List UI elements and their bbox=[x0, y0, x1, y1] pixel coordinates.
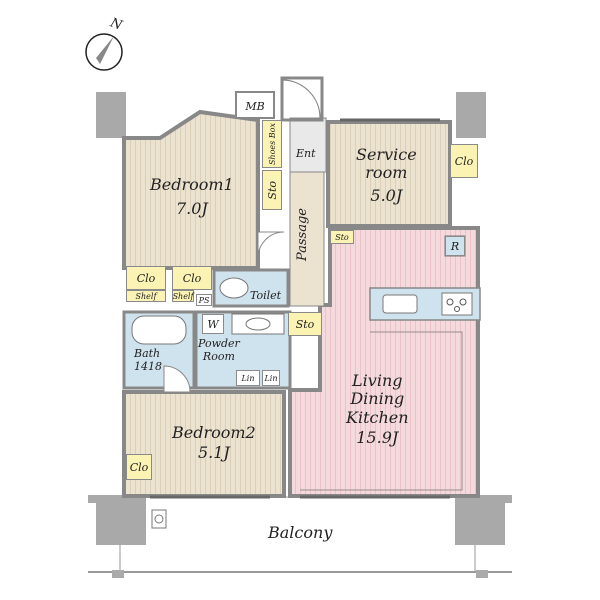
toilet-label: Toilet bbox=[250, 289, 282, 302]
toilet-bowl bbox=[219, 277, 249, 299]
balcony-wall-right bbox=[476, 495, 512, 503]
passage-label: Passage bbox=[295, 208, 310, 262]
bedroom2-floor bbox=[122, 390, 286, 498]
shoes-box-tag: Shoes Box bbox=[262, 120, 282, 168]
balcony-post-left bbox=[112, 570, 124, 578]
ldk-kitchen: Kitchen bbox=[346, 407, 409, 427]
clo-bedroom1-a-tag: Clo bbox=[126, 266, 166, 290]
kitchen-sink bbox=[382, 294, 418, 314]
bedroom1-label: Bedroom1 7.0J bbox=[150, 175, 234, 219]
service-room-size: 5.0J bbox=[370, 185, 403, 205]
bath-size: 1418 bbox=[134, 359, 162, 373]
shelf-a-tag: Shelf bbox=[126, 290, 166, 302]
column-top-right bbox=[456, 92, 486, 138]
powder-room-line2: Room bbox=[202, 349, 235, 363]
clo-bedroom2-tag: Clo bbox=[126, 454, 152, 480]
balcony-outlet bbox=[151, 509, 167, 529]
sto-bedroom1-tag: Sto bbox=[262, 170, 282, 210]
balcony-outlet-dot bbox=[154, 514, 164, 524]
balcony-post-right bbox=[476, 570, 488, 578]
bedroom1-floor bbox=[122, 109, 260, 270]
sto-powder-tag: Sto bbox=[288, 312, 322, 336]
powder-room-line1: Powder bbox=[198, 337, 240, 350]
clo-bedroom1-b-tag: Clo bbox=[172, 266, 212, 290]
powder-room-label: Powder Room bbox=[198, 337, 240, 363]
ldk-label: Living Dining Kitchen 15.9J bbox=[346, 371, 409, 448]
column-bottom-right bbox=[455, 495, 505, 545]
ldk-living: Living bbox=[352, 371, 403, 390]
column-top-left bbox=[96, 92, 126, 138]
column-bottom-left bbox=[96, 495, 146, 545]
balcony-wall-left bbox=[88, 495, 124, 503]
bedroom2-name: Bedroom2 bbox=[172, 423, 256, 442]
stove-burner-2 bbox=[459, 298, 467, 306]
front-door-swing bbox=[281, 79, 321, 119]
service-room-name2: room bbox=[365, 163, 408, 183]
bedroom1-size: 7.0J bbox=[175, 199, 208, 219]
bathtub bbox=[131, 315, 187, 345]
w-tag: W bbox=[202, 314, 224, 334]
bedroom2-size: 5.1J bbox=[197, 443, 230, 463]
ldk-dining: Dining bbox=[350, 389, 405, 409]
passage-floor bbox=[289, 171, 325, 307]
mb-tag: MB bbox=[240, 96, 270, 116]
lin-a-tag: Lin bbox=[236, 370, 260, 386]
refrigerator-tag: R bbox=[445, 236, 465, 256]
compass-needle-tail-icon bbox=[96, 36, 114, 64]
bath-label: Bath 1418 bbox=[134, 347, 162, 373]
ldk-size: 15.9J bbox=[356, 428, 399, 448]
bedroom2-door-swing bbox=[163, 365, 191, 393]
bedroom2-label: Bedroom2 5.1J bbox=[172, 423, 256, 463]
service-room-label: Service room 5.0J bbox=[356, 145, 417, 205]
front-door-frame bbox=[280, 76, 324, 122]
shoes-box-text: Shoes Box bbox=[267, 122, 277, 166]
clo-service-tag: Clo bbox=[450, 144, 478, 178]
kitchen-stove bbox=[441, 292, 473, 316]
entrance-label: Ent bbox=[296, 147, 316, 160]
entrance-floor bbox=[289, 117, 327, 173]
lin-b-tag: Lin bbox=[262, 370, 280, 386]
bath-name: Bath bbox=[134, 347, 161, 360]
balcony-label: Balcony bbox=[268, 523, 333, 542]
vanity-basin bbox=[245, 317, 271, 331]
shelf-b-tag: Shelf bbox=[172, 290, 194, 302]
ldk-inner-outline bbox=[300, 331, 463, 491]
stove-burner-1 bbox=[446, 298, 454, 306]
bedroom1-name: Bedroom1 bbox=[150, 175, 234, 194]
balcony-area bbox=[119, 496, 476, 573]
sto-passage-tag: Sto bbox=[330, 230, 354, 244]
stove-burner-3 bbox=[454, 306, 460, 312]
service-room-name: Service bbox=[356, 145, 417, 164]
ps-tag: PS bbox=[196, 294, 212, 306]
sto-bedroom1-text: Sto bbox=[265, 180, 279, 200]
bedroom1-door-swing bbox=[257, 231, 285, 259]
